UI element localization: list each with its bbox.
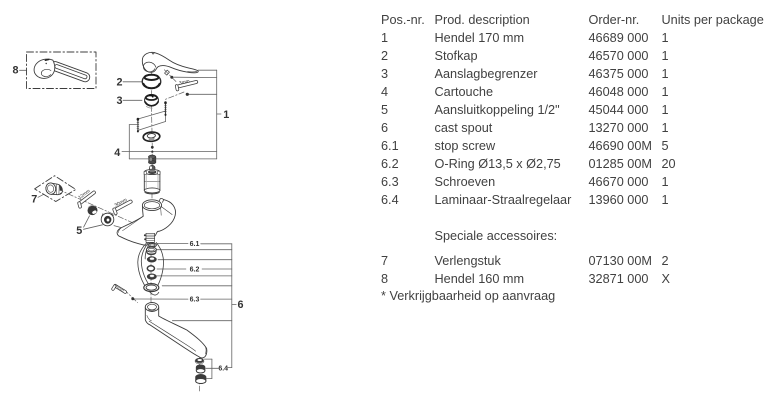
svg-text:6.2: 6.2	[190, 266, 200, 273]
svg-text:4: 4	[114, 147, 120, 159]
svg-text:1: 1	[223, 109, 229, 121]
svg-text:2: 2	[116, 77, 122, 89]
svg-text:6.1: 6.1	[190, 241, 200, 248]
svg-text:3mm: 3mm	[179, 78, 191, 86]
svg-text:7: 7	[31, 194, 37, 206]
svg-text:6.3: 6.3	[190, 297, 200, 304]
svg-text:30mm: 30mm	[114, 197, 129, 209]
svg-text:5: 5	[76, 225, 82, 237]
svg-text:6.4: 6.4	[218, 365, 228, 372]
svg-text:2mm: 2mm	[114, 284, 125, 294]
svg-text:3: 3	[116, 95, 122, 107]
svg-text:6: 6	[237, 299, 243, 311]
svg-text:8: 8	[12, 65, 18, 77]
